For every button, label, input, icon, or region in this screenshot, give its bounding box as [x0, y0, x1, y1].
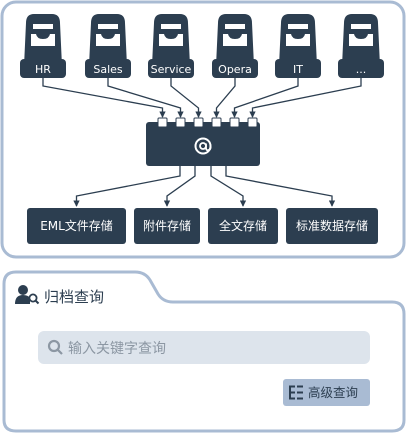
- source-label-box: [275, 59, 321, 78]
- search-panel-title: 归档查询: [44, 288, 104, 306]
- storage-connectors: [73, 166, 336, 207]
- storage-connector-line: [73, 166, 181, 207]
- search-input[interactable]: 输入关键字查询: [38, 331, 370, 364]
- inbox-tray-icon: [342, 14, 380, 66]
- source-connector-line: [249, 78, 362, 118]
- inbox-tray-icon: [24, 14, 62, 66]
- source-item: Service: [148, 14, 194, 78]
- search-icon: [47, 339, 63, 355]
- source-label: IT: [293, 63, 303, 76]
- hub-ports: [157, 117, 258, 128]
- user-search-icon: [15, 285, 40, 305]
- advanced-search-button[interactable]: 高级查询: [283, 379, 370, 406]
- source-list: HR Sales Service Opera IT...: [20, 14, 384, 78]
- inbox-tray-icon: [216, 14, 254, 66]
- source-label-box: [85, 59, 131, 78]
- storage-connector-line: [225, 166, 336, 207]
- advanced-search-label: 高级查询: [308, 385, 358, 400]
- storage-label: EML文件存储: [40, 218, 113, 233]
- archive-hub: [146, 117, 260, 166]
- storage-label: 附件存储: [143, 218, 191, 233]
- storage-label: 全文存储: [219, 218, 267, 233]
- source-label-box: [148, 59, 194, 78]
- inbox-tray-icon: [152, 14, 190, 66]
- source-label: Service: [151, 63, 192, 76]
- inbox-tray-icon: [89, 14, 127, 66]
- source-label: Opera: [218, 63, 252, 76]
- storage-item: 全文存储: [208, 208, 278, 244]
- inbox-tray-icon: [279, 14, 317, 66]
- source-item: HR: [20, 14, 66, 78]
- storage-item: EML文件存储: [27, 208, 126, 244]
- storage-label: 标准数据存储: [296, 218, 368, 233]
- source-label-box: [20, 59, 66, 78]
- source-item: Sales: [85, 14, 131, 78]
- source-connector-line: [170, 78, 202, 118]
- source-item: IT: [275, 14, 321, 78]
- storage-item: 标准数据存储: [286, 208, 378, 244]
- storage-connector-line: [210, 166, 247, 207]
- source-label-box: [338, 59, 384, 78]
- source-connectors: [42, 78, 362, 118]
- filter-list-icon: [289, 385, 303, 400]
- source-item: ...: [338, 14, 384, 78]
- source-connector-line: [231, 78, 299, 118]
- storage-list: EML文件存储 附件存储 全文存储 标准数据存储: [27, 208, 378, 244]
- source-label: ...: [356, 63, 367, 76]
- source-connector-line: [42, 78, 166, 118]
- source-connector-line: [107, 78, 184, 118]
- search-placeholder: 输入关键字查询: [68, 341, 166, 357]
- storage-item: 附件存储: [134, 208, 200, 244]
- source-item: Opera: [212, 14, 258, 78]
- source-connector-line: [213, 78, 236, 118]
- storage-connector-line: [163, 166, 196, 207]
- source-label: Sales: [93, 63, 123, 76]
- source-label-box: [212, 59, 258, 78]
- source-label: HR: [35, 63, 51, 76]
- at-sign-icon: [194, 137, 212, 155]
